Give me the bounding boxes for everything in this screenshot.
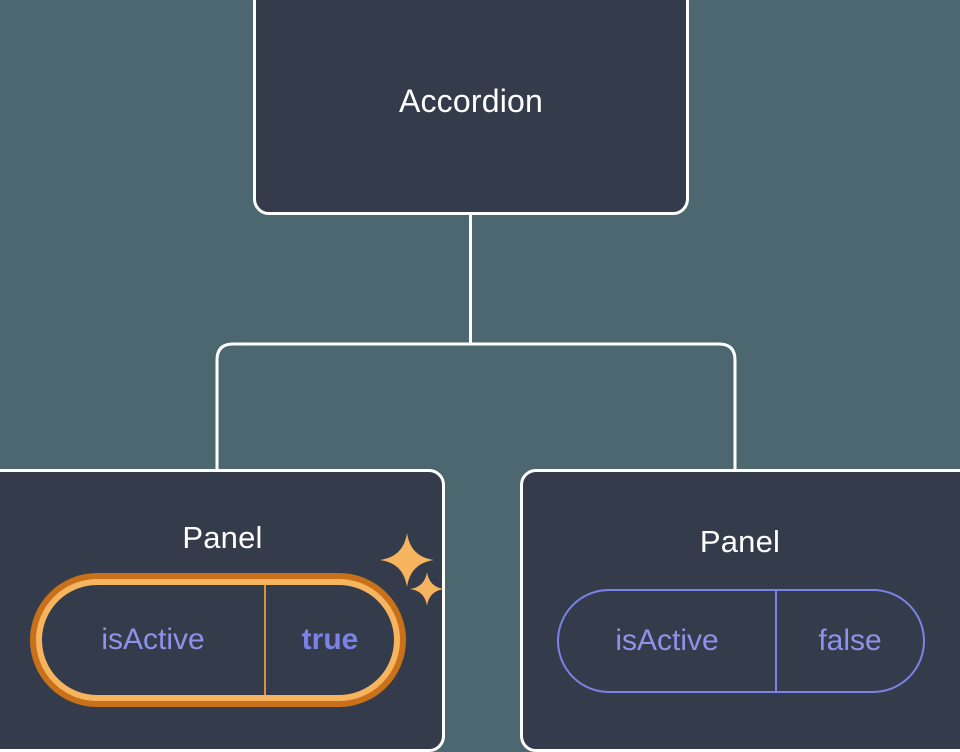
node-accordion-label: Accordion: [398, 83, 544, 119]
prop-pill-divider: [264, 585, 266, 695]
prop-pill-divider: [775, 591, 777, 691]
connector-branch-bar: [215, 342, 737, 469]
prop-pill-isactive-true[interactable]: isActive true: [36, 579, 400, 701]
prop-value-label: false: [818, 624, 882, 657]
prop-key-label: isActive: [615, 624, 719, 657]
node-panel-left-label: Panel: [182, 520, 263, 555]
prop-pill-isactive-false[interactable]: isActive false: [557, 589, 925, 693]
prop-key-label: isActive: [101, 623, 205, 656]
node-accordion[interactable]: Accordion: [253, 0, 689, 215]
prop-value-label: true: [301, 623, 359, 656]
node-panel-right-label: Panel: [699, 524, 781, 559]
